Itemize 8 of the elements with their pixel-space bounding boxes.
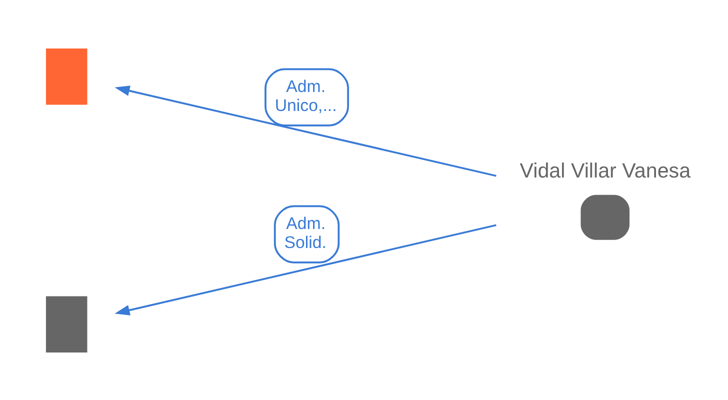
- node-building: [46, 296, 88, 352]
- node-building: [46, 48, 88, 104]
- node-label: Vidal Villar Vanesa: [520, 159, 691, 182]
- edge-label: Adm. Solid.: [284, 214, 326, 252]
- arrow: [114, 85, 496, 176]
- node-box: [580, 194, 630, 240]
- arrow: [114, 224, 496, 315]
- edge-label: Adm. Unico,...: [274, 76, 337, 114]
